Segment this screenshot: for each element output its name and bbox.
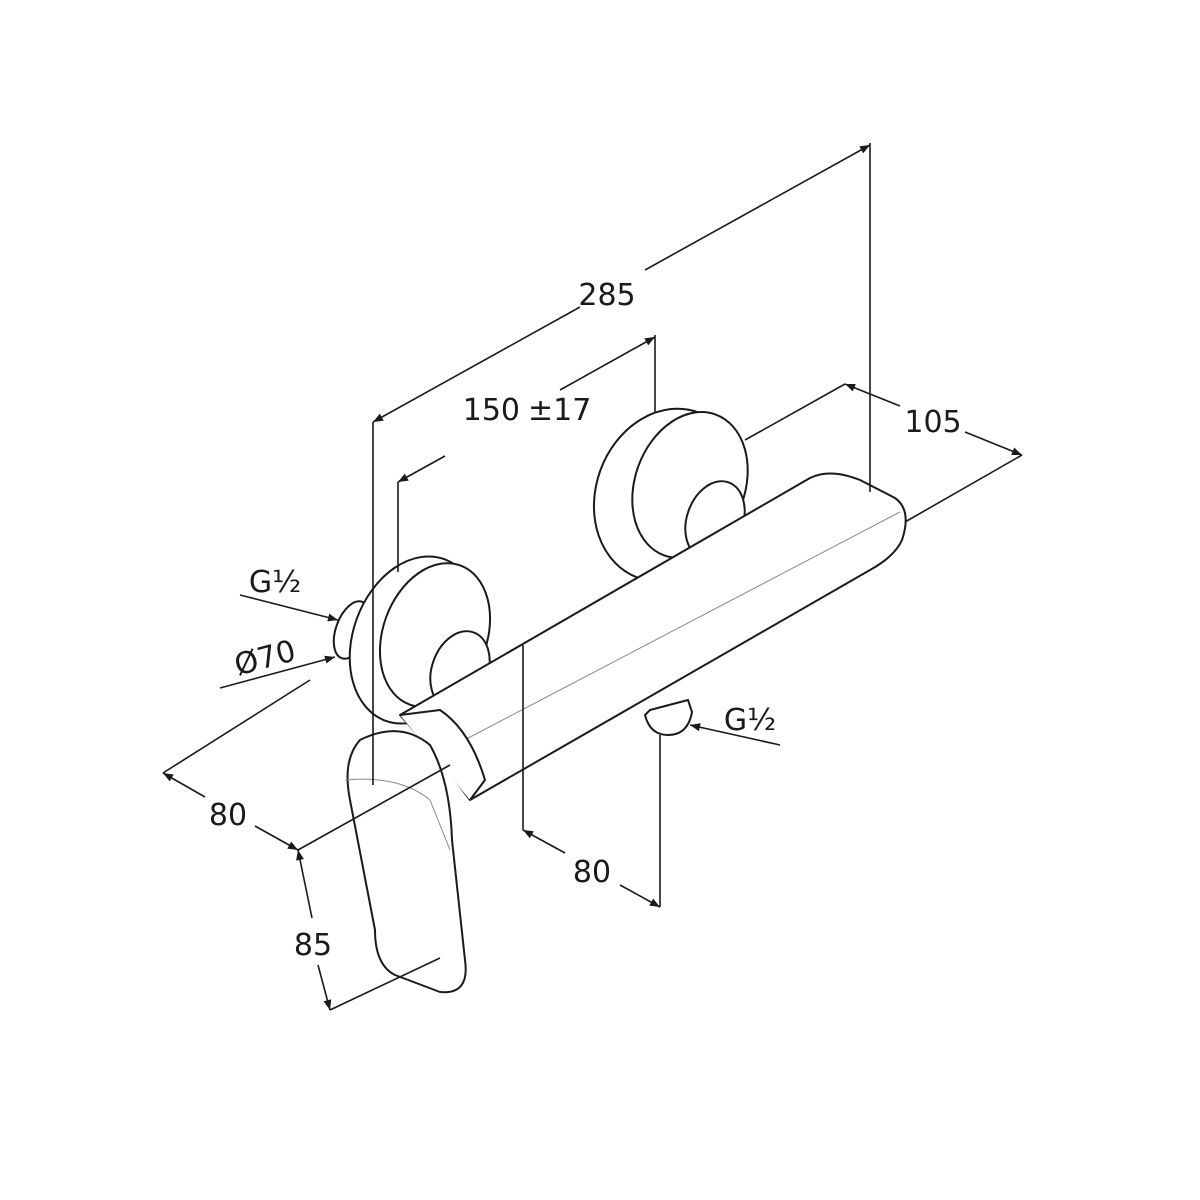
flange-diameter-label: Ø70 bbox=[231, 634, 300, 684]
right-wall-flange bbox=[592, 407, 749, 583]
outlet-thread-label: G½ bbox=[724, 703, 776, 738]
dim-285-label: 285 bbox=[578, 278, 635, 313]
lever-handle bbox=[344, 730, 467, 994]
dimension-lines bbox=[162, 143, 1023, 1011]
dim-105-label: 105 bbox=[904, 405, 961, 440]
dim-80-right-label: 80 bbox=[573, 855, 611, 890]
dim-85-label: 85 bbox=[294, 928, 332, 963]
inlet-thread-label: G½ bbox=[249, 565, 301, 600]
bottom-outlet bbox=[644, 699, 693, 736]
dim-80-left-label: 80 bbox=[209, 798, 247, 833]
left-wall-flange bbox=[332, 555, 492, 725]
dim-tolerance-label: ±17 bbox=[528, 393, 591, 428]
mixer-body bbox=[399, 472, 907, 801]
dim-150-label: 150 bbox=[463, 393, 520, 428]
